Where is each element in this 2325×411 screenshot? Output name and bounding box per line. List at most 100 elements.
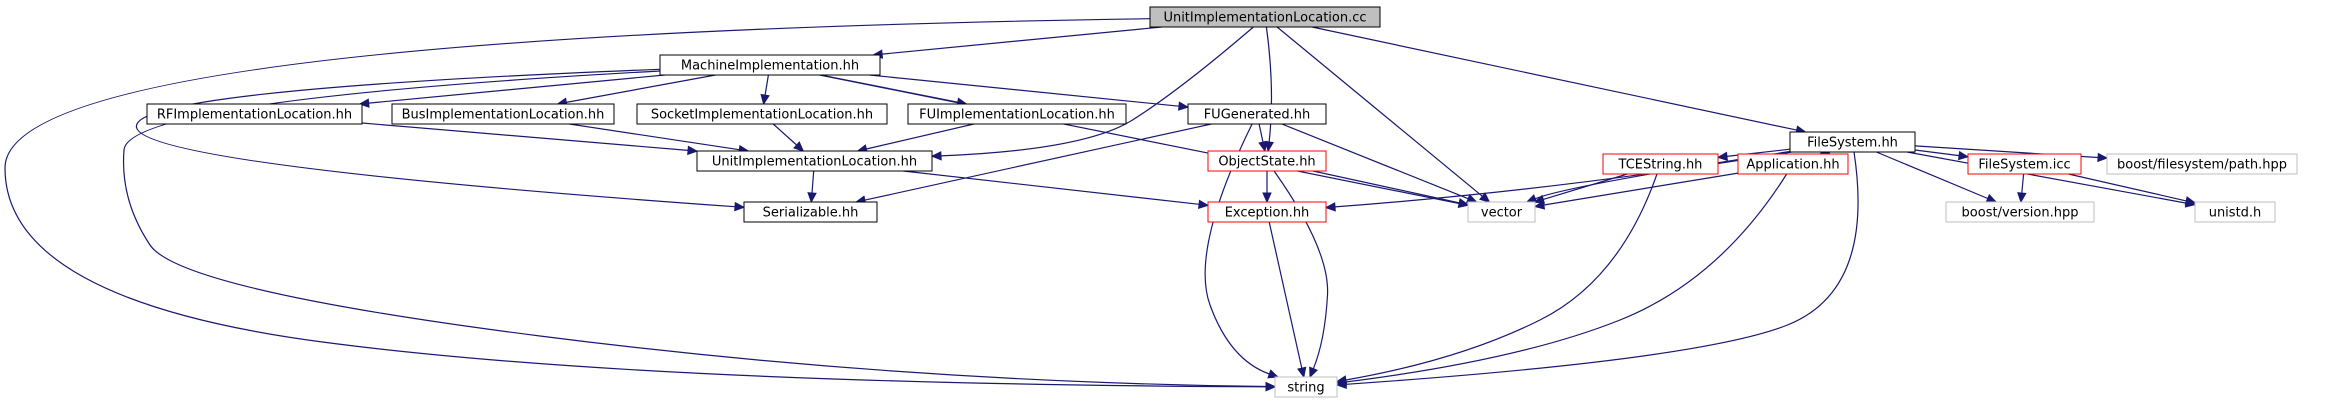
edge-line [882,26,1162,55]
edge-line [1311,26,1797,131]
edge-arrowhead [1479,192,1491,203]
node-box [1207,150,1327,172]
edge-arrowhead [1265,381,1277,392]
edge-arrowhead [358,98,370,108]
edge-arrowhead [2097,152,2109,163]
edge-fs-to-str [1335,151,1859,390]
edge-arrowhead [1262,192,1272,204]
edge-fug-to-os [1258,123,1268,153]
edge-line [866,123,975,150]
node-fs[interactable]: FileSystem.hh [1789,131,1916,153]
edge-arrowhead [1716,151,1728,162]
node-box [2106,153,2298,175]
node-bfp[interactable]: boost/filesystem/path.hpp [2106,153,2298,175]
node-bil[interactable]: BusImplementationLocation.hh [391,103,615,125]
edge-arrowhead [2184,196,2197,206]
node-label: FileSystem.icc [1978,158,2070,173]
edge-line [1265,26,1273,143]
node-box [1149,6,1381,28]
node-str[interactable]: string [1274,376,1338,398]
node-label: FileSystem.hh [1807,136,1898,151]
nodes-layer: UnitImplementationLocation.ccMachineImpl… [146,6,2298,398]
edge-root-to-str [4,18,1277,392]
node-box [1945,201,2095,223]
node-box [1602,153,1719,175]
edge-arrowhead [1258,140,1268,153]
edge-fuil-to-uil [856,123,975,154]
node-mi[interactable]: MachineImplementation.hh [659,54,881,76]
edge-line [1258,123,1264,143]
edge-arrowhead [1533,194,1546,204]
edge-arrowhead [1335,377,1347,387]
node-box [1467,201,1536,223]
node-ser[interactable]: Serializable.hh [743,201,878,223]
node-tces[interactable]: TCEString.hh [1602,153,1719,175]
node-os[interactable]: ObjectState.hh [1207,150,1327,172]
edge-line [135,68,736,208]
edge-line [2021,173,2025,194]
edge-root-to-uil [930,26,1254,161]
edge-arrowhead [1198,199,1210,210]
node-box [907,103,1127,125]
node-label: SocketImplementationLocation.hh [651,108,873,123]
node-app[interactable]: Application.hh [1737,153,1849,175]
node-box [743,201,878,223]
node-fug[interactable]: FUGenerated.hh [1187,103,1327,125]
edge-line [869,74,1180,107]
edge-mi-to-vec [819,74,1470,209]
edge-line [772,123,798,146]
edge-os-to-exc [1262,171,1272,204]
node-box [1187,103,1327,125]
edge-line [1534,150,1791,200]
node-root: UnitImplementationLocation.cc [1149,6,1381,28]
edge-root-to-fs [1311,26,1807,135]
edge-os-to-vec [1312,170,1470,208]
edge-line [361,122,689,151]
node-box [1274,376,1338,398]
edge-arrowhead [1457,198,1470,208]
edge-line [1543,173,1628,200]
edge-fsicc-to-bver [2017,173,2027,204]
edge-line [1345,151,1859,385]
node-box [146,103,363,125]
edge-arrowhead [793,141,805,152]
node-box [2194,201,2276,223]
node-box [696,150,933,172]
edge-arrowhead [1985,193,1998,203]
edge-fs-to-exc [1324,151,1792,212]
edge-arrowhead [1465,193,1478,203]
edge-arrowhead [734,201,746,212]
node-box [391,103,615,125]
edge-line [1273,170,1329,369]
edge-line [764,74,769,96]
node-sil[interactable]: SocketImplementationLocation.hh [636,103,888,125]
edge-bil-to-uil [569,123,750,155]
edge-mi-to-bil [556,74,716,107]
node-unistd[interactable]: unistd.h [2194,201,2276,223]
edge-line [940,26,1254,157]
edge-fsicc-to-unistd [2068,173,2197,206]
node-label: ObjectState.hh [1218,155,1315,170]
node-exc[interactable]: Exception.hh [1207,201,1327,223]
node-uil[interactable]: UnitImplementationLocation.hh [696,150,933,172]
node-vec[interactable]: vector [1467,201,1536,223]
node-fuil[interactable]: FUImplementationLocation.hh [907,103,1127,125]
edge-arrowhead [2017,192,2027,204]
edge-arrowhead [1533,200,1546,210]
edge-app-to-str [1335,173,1788,387]
node-label: RFImplementationLocation.hh [157,108,352,123]
edge-line [1334,151,1792,208]
node-box [1967,153,2082,175]
node-label: string [1287,381,1324,396]
edge-arrowhead [1178,101,1190,111]
edge-line [903,170,1200,205]
node-bver[interactable]: boost/version.hpp [1945,201,2095,223]
edge-uil-to-exc [903,170,1210,210]
node-rfil[interactable]: RFImplementationLocation.hh [146,103,363,125]
node-label: Serializable.hh [763,206,859,221]
edge-line [368,74,665,104]
edge-arrowhead [807,192,817,204]
edge-arrowhead [930,151,942,161]
node-fsicc[interactable]: FileSystem.icc [1967,153,2082,175]
node-box [1737,153,1849,175]
